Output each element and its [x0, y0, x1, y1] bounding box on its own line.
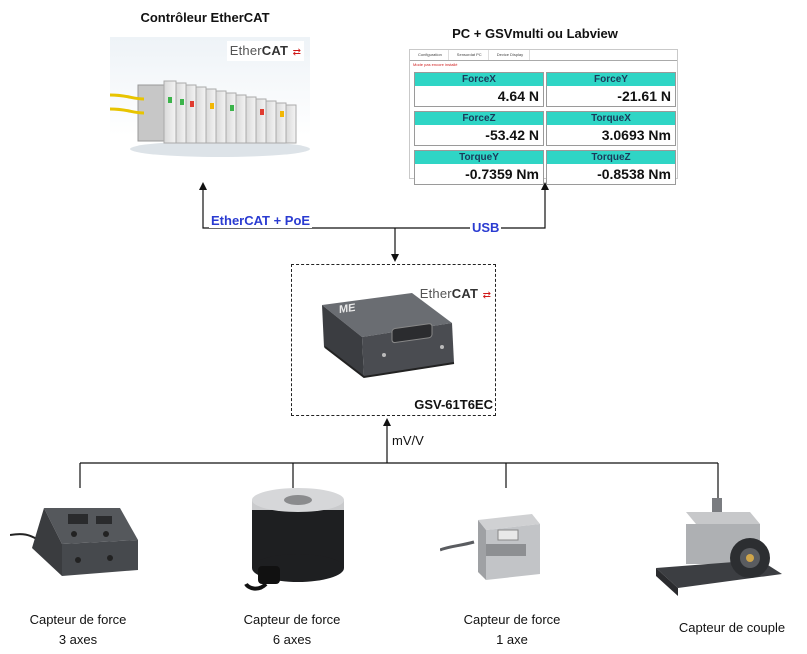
- measurement-grid: ForceX 4.64 N ForceY -21.61 N ForceZ -53…: [414, 72, 676, 185]
- amplifier-box: EtherCAT ⇄ ME GSV-61T6EC: [291, 264, 496, 416]
- sensor-3axis-caption: Capteur de force 3 axes: [29, 612, 127, 647]
- controller-title: Contrôleur EtherCAT: [140, 10, 270, 25]
- io-terminals-illustration: [110, 80, 310, 157]
- sensor-torque-image: [650, 498, 790, 608]
- sensor-1axis-caption: Capteur de force 1 axe: [463, 612, 561, 647]
- arrows-icon: ⇄: [482, 290, 491, 301]
- device-brand-logo: ME: [339, 301, 356, 317]
- cell-forcey: ForceY -21.61 N: [546, 72, 676, 107]
- tab-device-display[interactable]: Device Display: [489, 50, 531, 60]
- usb-label: USB: [470, 220, 502, 235]
- amplifier-ethercat-logo: EtherCAT ⇄: [417, 285, 493, 303]
- controller-image: EtherCAT ⇄: [110, 37, 310, 178]
- sensor-6axis-image: [238, 488, 358, 598]
- gsv-tabs: Configuration Sensordat PC Device Displa…: [410, 50, 677, 61]
- amplifier-device-illustration: [322, 293, 455, 379]
- ethercat-link-line: [199, 182, 395, 229]
- cell-torquex: TorqueX 3.0693 Nm: [546, 111, 676, 146]
- cell-torquey: TorqueY -0.7359 Nm: [414, 150, 544, 185]
- tab-configuration[interactable]: Configuration: [410, 50, 449, 60]
- cell-forcex: ForceX 4.64 N: [414, 72, 544, 107]
- pc-title: PC + GSVmulti ou Labview: [452, 26, 618, 41]
- tab-sensordat[interactable]: Sensordat PC: [449, 50, 489, 60]
- sensor-6axis-caption: Capteur de force 6 axes: [243, 612, 341, 647]
- gsv-status-text: Mode pas encore installé: [413, 62, 458, 67]
- arrows-icon: ⇄: [292, 47, 301, 58]
- sensor-torque-caption: Capteur de couple: [678, 620, 786, 635]
- cell-torquez: TorqueZ -0.8538 Nm: [546, 150, 676, 185]
- amplifier-name: GSV-61T6EC: [414, 397, 493, 412]
- usb-link-line: [395, 182, 549, 229]
- sensor-3axis-image: [10, 490, 150, 590]
- sensor-1axis-image: [440, 500, 550, 590]
- ethercat-poe-label: EtherCAT + PoE: [209, 213, 313, 228]
- gsv-software-panel: Configuration Sensordat PC Device Displa…: [409, 49, 678, 185]
- cell-forcez: ForceZ -53.42 N: [414, 111, 544, 146]
- signal-label: mV/V: [392, 433, 424, 448]
- ethercat-logo: EtherCAT ⇄: [226, 41, 304, 61]
